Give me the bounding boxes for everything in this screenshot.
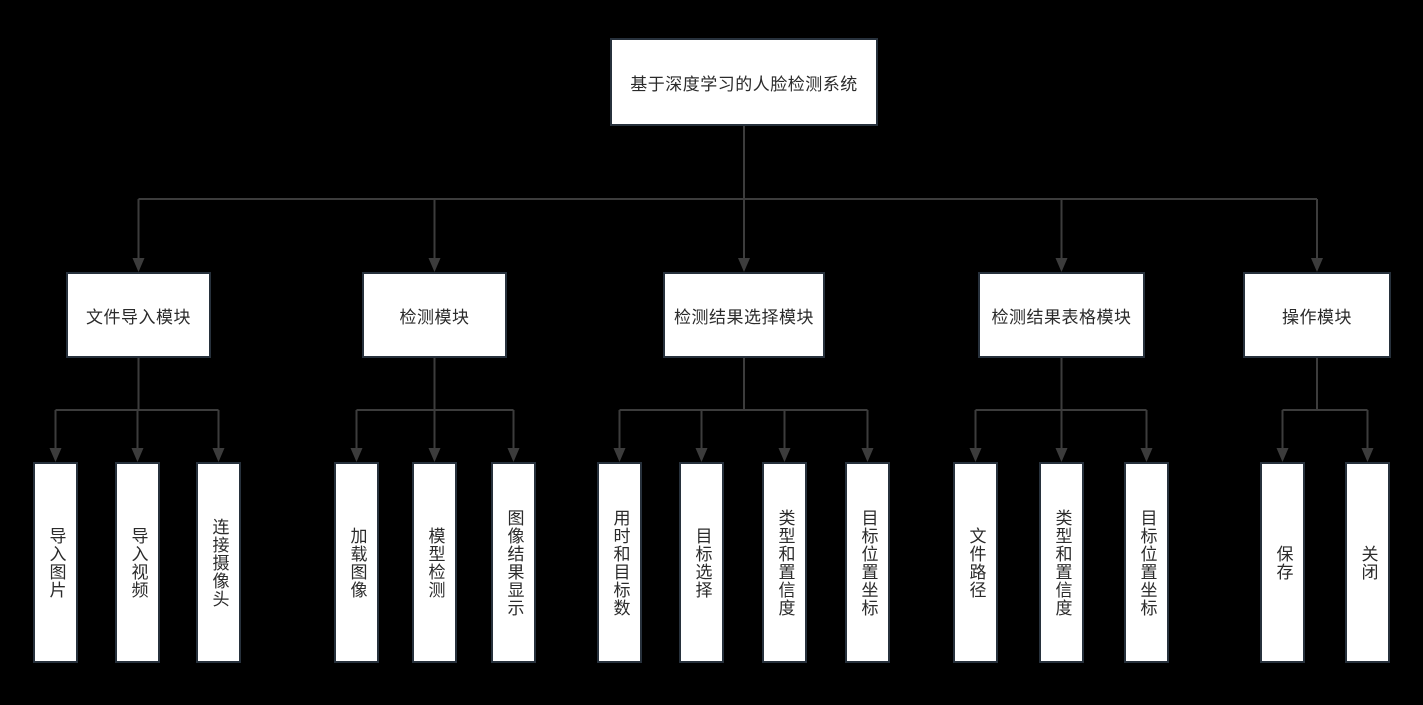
arrow-to-target-coords — [861, 448, 874, 462]
leaf-node-connect-camera-label: 连接摄像头 — [208, 517, 229, 608]
arrow-to-time-and-count — [613, 448, 626, 462]
leaf-node-load-image[interactable]: 加载图像 — [334, 462, 379, 663]
arrow-to-close — [1361, 448, 1374, 462]
arrow-to-type-confidence — [778, 448, 791, 462]
leaf-node-close-label: 关闭 — [1357, 544, 1378, 581]
module-node-detection[interactable]: 检测模块 — [362, 272, 507, 358]
arrow-to-load-image — [350, 448, 363, 462]
module-node-result-table[interactable]: 检测结果表格模块 — [978, 272, 1145, 358]
leaf-node-target-select-label: 目标选择 — [691, 526, 712, 599]
arrow-to-detection — [428, 258, 441, 272]
leaf-node-import-image[interactable]: 导入图片 — [33, 462, 78, 663]
module-node-result-select-label: 检测结果选择模块 — [674, 307, 814, 328]
leaf-node-close[interactable]: 关闭 — [1345, 462, 1390, 663]
leaf-node-import-video[interactable]: 导入视频 — [115, 462, 160, 663]
module-node-result-table-label: 检测结果表格模块 — [991, 307, 1132, 328]
leaf-node-save-label: 保存 — [1272, 544, 1293, 581]
module-node-file-import-label: 文件导入模块 — [86, 307, 191, 328]
arrow-to-table-type-conf — [1055, 448, 1068, 462]
arrow-to-import-image — [49, 448, 62, 462]
leaf-node-type-confidence[interactable]: 类型和置信度 — [762, 462, 807, 663]
leaf-node-image-result-show[interactable]: 图像结果显示 — [491, 462, 536, 663]
arrow-to-result-table — [1055, 258, 1068, 272]
leaf-node-import-video-label: 导入视频 — [127, 526, 148, 599]
root-node[interactable]: 基于深度学习的人脸检测系统 — [610, 38, 878, 126]
leaf-node-file-path[interactable]: 文件路径 — [953, 462, 998, 663]
leaf-node-load-image-label: 加载图像 — [346, 526, 367, 599]
arrow-to-result-select — [738, 258, 750, 272]
leaf-node-type-confidence-label: 类型和置信度 — [774, 508, 795, 617]
arrow-to-operation — [1311, 258, 1323, 272]
arrow-to-file-path — [969, 448, 982, 462]
module-node-detection-label: 检测模块 — [399, 307, 470, 328]
arrow-to-target-select — [695, 448, 708, 462]
leaf-node-table-target-coords-label: 目标位置坐标 — [1136, 508, 1157, 617]
leaf-node-model-detect-label: 模型检测 — [424, 526, 445, 599]
leaf-node-table-type-conf[interactable]: 类型和置信度 — [1039, 462, 1084, 663]
arrow-to-image-result-show — [507, 448, 520, 462]
arrow-to-table-target-coords — [1140, 448, 1153, 462]
leaf-node-table-type-conf-label: 类型和置信度 — [1051, 508, 1072, 617]
arrow-to-model-detect — [428, 448, 441, 462]
module-node-file-import[interactable]: 文件导入模块 — [66, 272, 211, 358]
arrow-to-connect-camera — [212, 448, 225, 462]
arrow-to-import-video — [131, 448, 144, 462]
module-node-operation-label: 操作模块 — [1282, 307, 1352, 328]
root-node-label: 基于深度学习的人脸检测系统 — [630, 74, 858, 95]
module-node-operation[interactable]: 操作模块 — [1243, 272, 1391, 358]
leaf-node-file-path-label: 文件路径 — [965, 526, 986, 599]
arrow-to-save — [1276, 448, 1289, 462]
leaf-node-target-coords-label: 目标位置坐标 — [857, 508, 878, 617]
leaf-node-image-result-show-label: 图像结果显示 — [503, 508, 524, 617]
leaf-node-time-and-count-label: 用时和目标数 — [609, 508, 630, 617]
arrow-to-file-import — [132, 258, 145, 272]
leaf-node-target-coords[interactable]: 目标位置坐标 — [845, 462, 890, 663]
leaf-node-time-and-count[interactable]: 用时和目标数 — [597, 462, 642, 663]
leaf-node-import-image-label: 导入图片 — [45, 526, 66, 599]
leaf-node-target-select[interactable]: 目标选择 — [679, 462, 724, 663]
leaf-node-model-detect[interactable]: 模型检测 — [412, 462, 457, 663]
leaf-node-table-target-coords[interactable]: 目标位置坐标 — [1124, 462, 1169, 663]
module-node-result-select[interactable]: 检测结果选择模块 — [663, 272, 825, 358]
leaf-node-connect-camera[interactable]: 连接摄像头 — [196, 462, 241, 663]
leaf-node-save[interactable]: 保存 — [1260, 462, 1305, 663]
